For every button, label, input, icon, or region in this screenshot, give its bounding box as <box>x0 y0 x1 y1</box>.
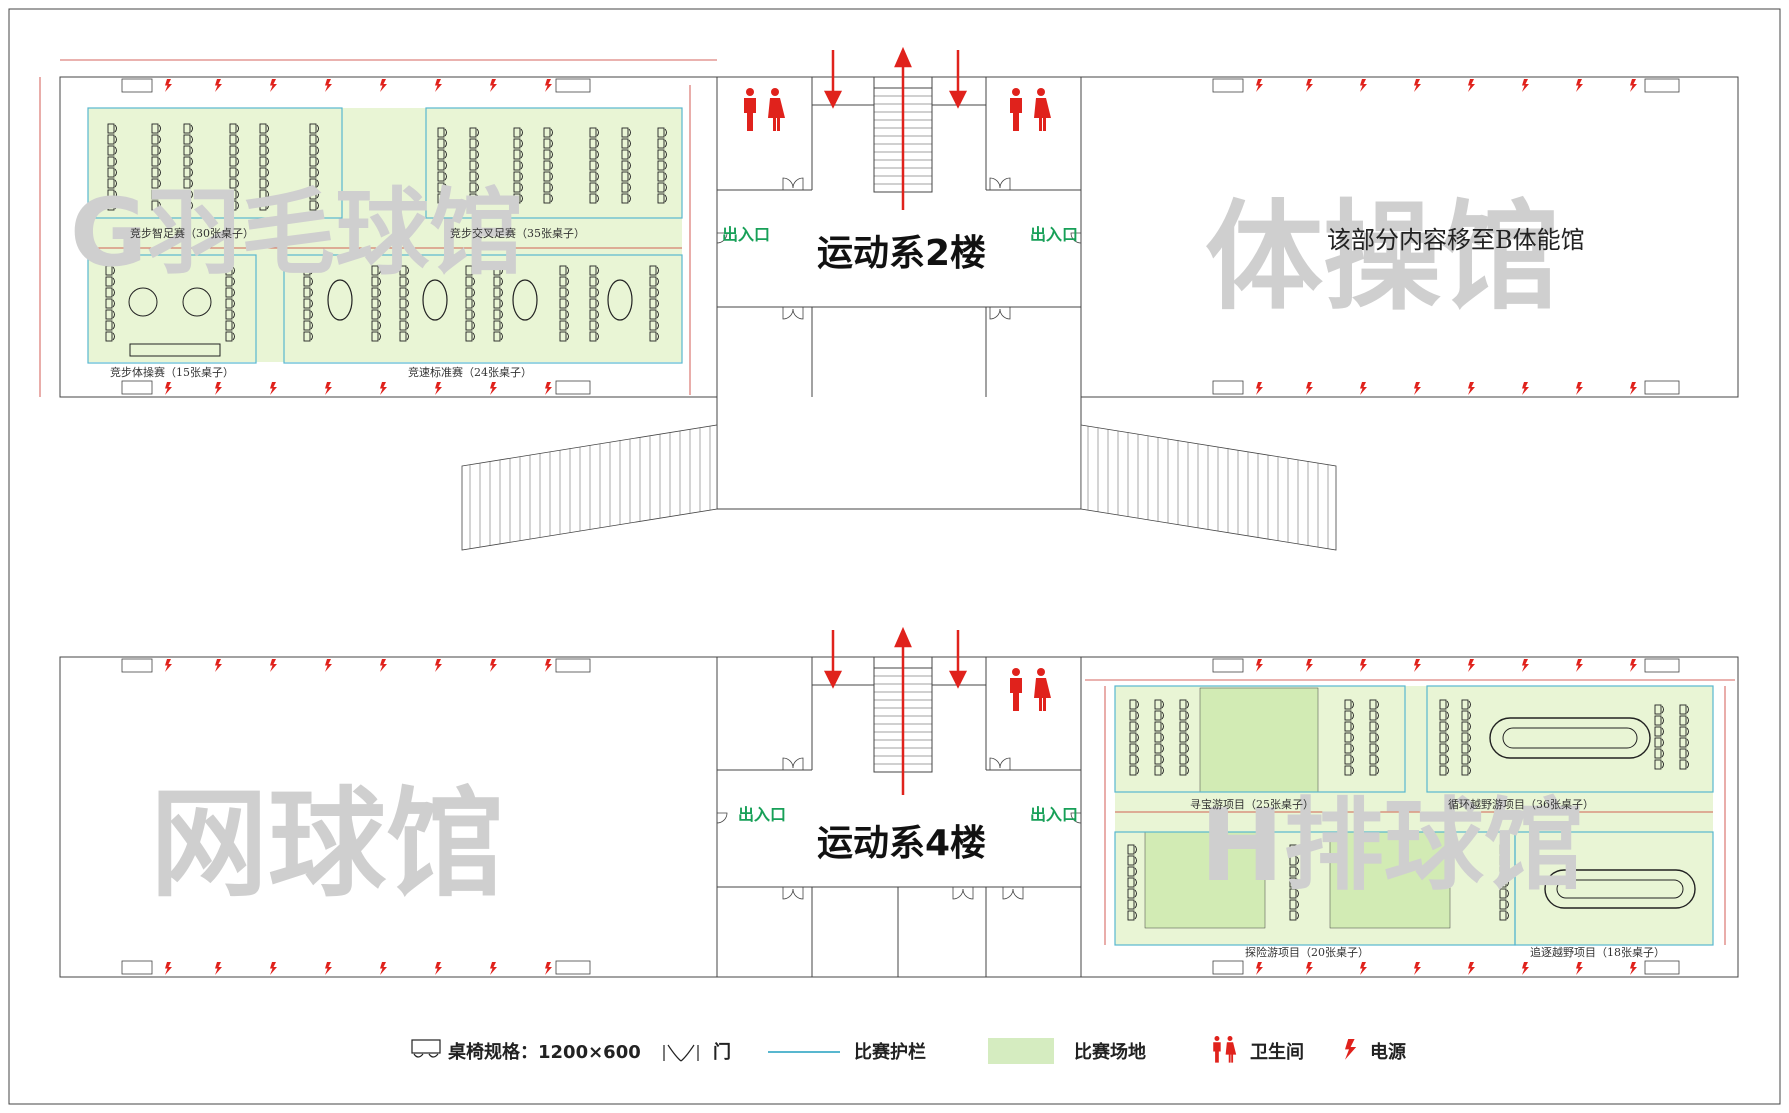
legend-label: 比赛场地 <box>1074 1041 1146 1063</box>
wall-bars <box>1212 78 1680 395</box>
table-rows-2 <box>105 123 667 357</box>
left-hall-4 <box>59 656 718 978</box>
maze-areas <box>1144 687 1451 929</box>
legend-label: 桌椅规格：1200×600 <box>447 1041 641 1063</box>
page-frame <box>8 8 1781 1105</box>
core-2 <box>716 76 1082 510</box>
zone-label: 竞步交叉足赛（35张桌子） <box>450 226 585 240</box>
floor-2-plan: G羽毛球馆 体操馆 该部分内容移至B体能馆 运动系2楼 出入口 出入口 竞步智足… <box>39 46 1739 551</box>
wall-bars <box>1212 658 1680 975</box>
floor-4-plan: 网球馆 H排球馆 运动系4楼 出入口 出入口 寻宝游项目（25张桌子） 循环越野… <box>59 626 1739 978</box>
dimension-lines <box>39 59 717 397</box>
zone-label: 循环越野游项目（36张桌子） <box>1448 797 1594 811</box>
table-rows-4 <box>1127 699 1696 921</box>
exit-label: 出入口 <box>722 225 770 244</box>
legend-label: 比赛护栏 <box>854 1041 926 1063</box>
door-icon <box>663 1044 699 1062</box>
barrier-lines <box>1114 685 1714 946</box>
wall-bars <box>121 78 591 395</box>
legend: 桌椅规格：1200×600 门 比赛护栏 比赛场地 卫生间 电源 <box>411 1036 1406 1064</box>
circulation-arrows <box>823 46 968 210</box>
power-icon <box>1345 1039 1357 1060</box>
table-chair-icon <box>411 1039 441 1058</box>
zone-label: 竞速标准赛（24张桌子） <box>408 365 532 379</box>
hall-note: 该部分内容移至B体能馆 <box>1327 226 1585 254</box>
hall-watermark: H排球馆 <box>1200 787 1584 904</box>
floor-title: 运动系4楼 <box>817 823 986 864</box>
zone-label: 竞步智足赛（30张桌子） <box>130 226 254 240</box>
hall-watermark: 体操馆 <box>1205 188 1559 326</box>
door-icon <box>716 757 1082 900</box>
legend-label: 卫生间 <box>1250 1041 1304 1063</box>
restroom-icon <box>1213 1036 1237 1063</box>
floor-title: 运动系2楼 <box>817 233 986 274</box>
circulation-arrows <box>823 626 968 795</box>
right-hall-2 <box>1080 76 1739 398</box>
field-swatch-icon <box>988 1038 1054 1064</box>
zone-label: 探险游项目（20张桌子） <box>1245 945 1369 959</box>
exit-label: 出入口 <box>1030 225 1078 244</box>
zone-label: 追逐越野项目（18张桌子） <box>1530 945 1665 959</box>
exit-label: 出入口 <box>1030 805 1078 824</box>
hall-watermark: 网球馆 <box>150 775 504 913</box>
legend-label: 门 <box>713 1041 731 1063</box>
dimension-lines <box>1085 679 1735 945</box>
zone-label: 寻宝游项目（25张桌子） <box>1190 797 1314 811</box>
bleacher-seats <box>469 426 1329 549</box>
door-icon <box>716 177 1082 320</box>
legend-label: 电源 <box>1370 1041 1406 1063</box>
hall-watermark: G羽毛球馆 <box>70 179 523 288</box>
bleachers <box>461 424 1337 551</box>
competition-field <box>88 108 682 362</box>
exit-label: 出入口 <box>738 805 786 824</box>
wall-bars <box>121 658 591 975</box>
core-4 <box>716 656 1082 978</box>
barrier-lines <box>87 107 683 364</box>
zone-label: 竞步体操赛（15张桌子） <box>110 365 234 379</box>
